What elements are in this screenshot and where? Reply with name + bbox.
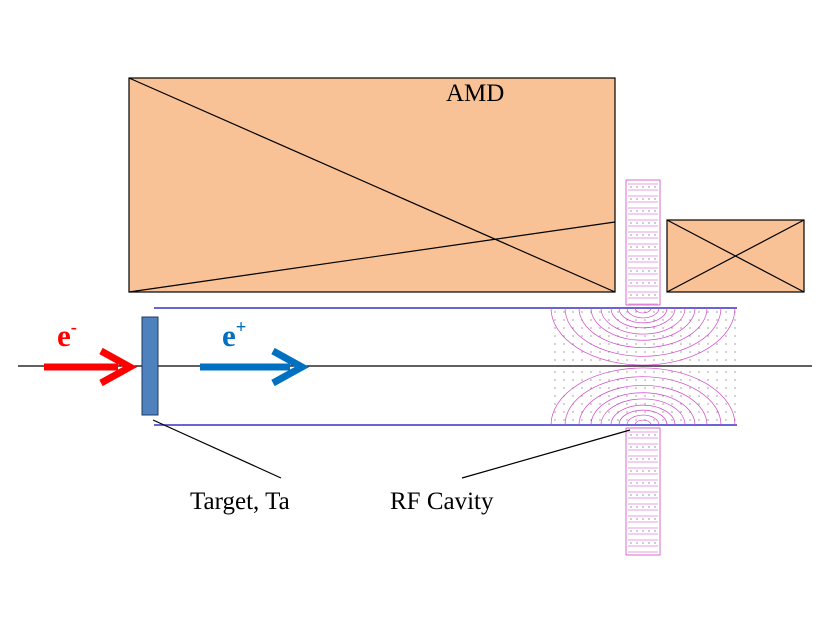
solenoid-block: [666, 219, 805, 293]
target: [141, 316, 159, 416]
amd-magnet: [128, 77, 616, 293]
positron-symbol: e: [222, 318, 236, 353]
rf-cavity-field: [550, 179, 736, 556]
amd-label: AMD: [446, 80, 505, 107]
target-pointer: [152, 419, 282, 479]
positron-label: e+: [222, 318, 246, 354]
target-label: Target, Ta: [190, 488, 290, 515]
electron-label: e-: [57, 318, 77, 354]
electron-charge: -: [70, 316, 77, 338]
positron-arrow: [200, 347, 310, 387]
electron-symbol: e: [57, 318, 71, 353]
rf-cavity-pointer: [461, 429, 631, 479]
electron-arrow: [44, 347, 138, 387]
rf-cavity-label: RF Cavity: [390, 488, 494, 515]
positron-charge: +: [235, 316, 247, 338]
